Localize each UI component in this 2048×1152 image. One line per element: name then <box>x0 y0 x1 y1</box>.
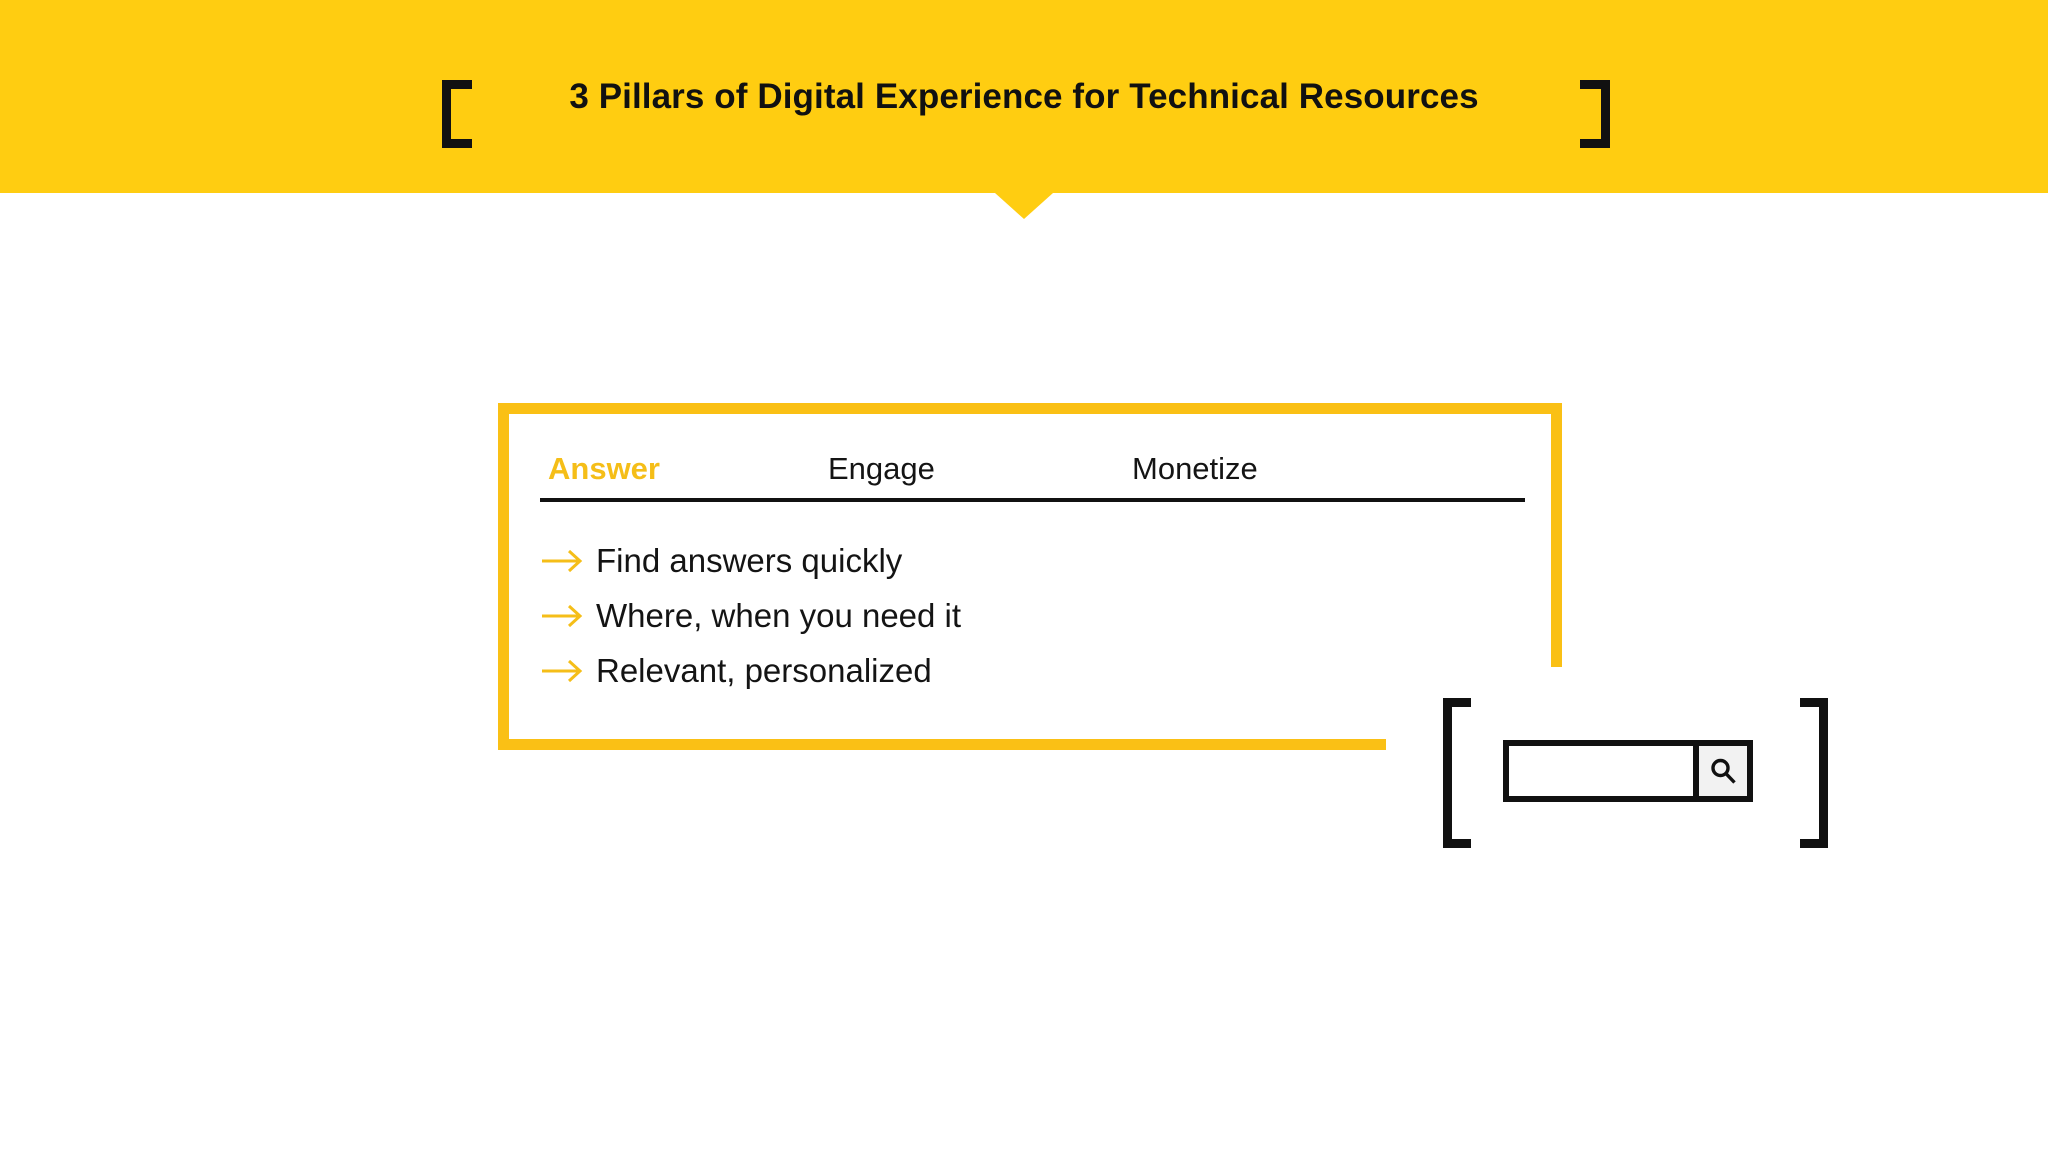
arrow-right-icon <box>542 659 583 682</box>
arrow-right-icon <box>542 604 583 627</box>
list-item: Where, when you need it <box>540 588 1440 643</box>
card-border-left <box>498 403 509 750</box>
list-item-label: Where, when you need it <box>596 596 962 634</box>
tab-monetize[interactable]: Monetize <box>1132 451 1258 486</box>
search-graphic <box>1443 698 1828 848</box>
bracket-left-icon <box>442 80 472 148</box>
page-title: 3 Pillars of Digital Experience for Tech… <box>569 76 1479 116</box>
list-item-label: Relevant, personalized <box>596 651 932 689</box>
bracket-right-icon <box>1800 698 1828 848</box>
bullet-list: Find answers quickly Where, when you nee… <box>540 533 1440 698</box>
header-band <box>0 0 2048 193</box>
card-border-right <box>1551 403 1562 667</box>
bracket-right-icon <box>1580 80 1610 148</box>
tab-row: Answer Engage Monetize <box>540 441 1525 497</box>
arrow-right-icon <box>542 549 583 572</box>
tab-answer[interactable]: Answer <box>548 451 660 486</box>
list-item-label: Find answers quickly <box>596 541 903 579</box>
card-border-top <box>498 403 1562 414</box>
search-input[interactable] <box>1509 746 1693 796</box>
bracket-left-icon <box>1443 698 1471 848</box>
search-submit-button[interactable] <box>1693 746 1747 796</box>
magnifier-icon <box>1711 758 1736 784</box>
header-notch-triangle <box>995 193 1053 219</box>
list-item: Find answers quickly <box>540 533 1440 588</box>
search-box <box>1503 740 1753 802</box>
tab-underline <box>540 498 1525 502</box>
tab-engage[interactable]: Engage <box>828 451 935 486</box>
list-item: Relevant, personalized <box>540 643 1440 698</box>
pillars-card: Answer Engage Monetize Find answers quic… <box>498 403 1562 750</box>
card-border-bottom <box>498 739 1386 750</box>
